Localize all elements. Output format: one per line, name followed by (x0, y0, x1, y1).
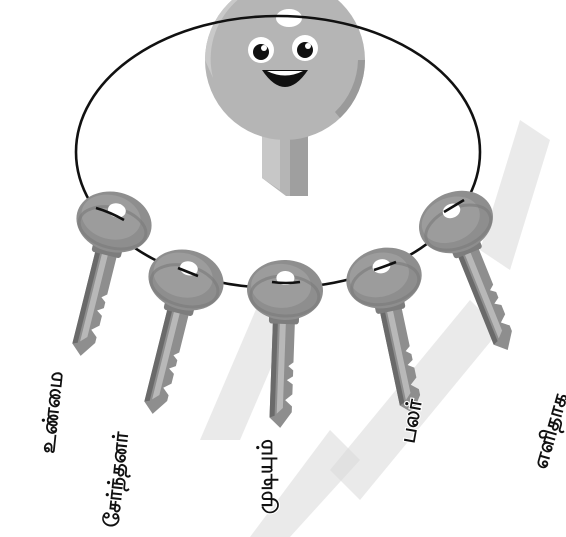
key-label-2: சேர்ந்தனர் (99, 430, 136, 529)
key-2 (114, 240, 232, 425)
smiling-key-icon (205, 0, 365, 196)
ring-front-segment (95, 198, 465, 285)
key-label-3: முடியும் (253, 439, 279, 514)
key-icon (42, 182, 160, 367)
key-label-5: எளிதாக (528, 390, 566, 472)
key-icon (114, 240, 232, 425)
key-face (248, 35, 318, 87)
key-1 (42, 182, 160, 367)
key-label-1: உண்மை (35, 370, 68, 455)
